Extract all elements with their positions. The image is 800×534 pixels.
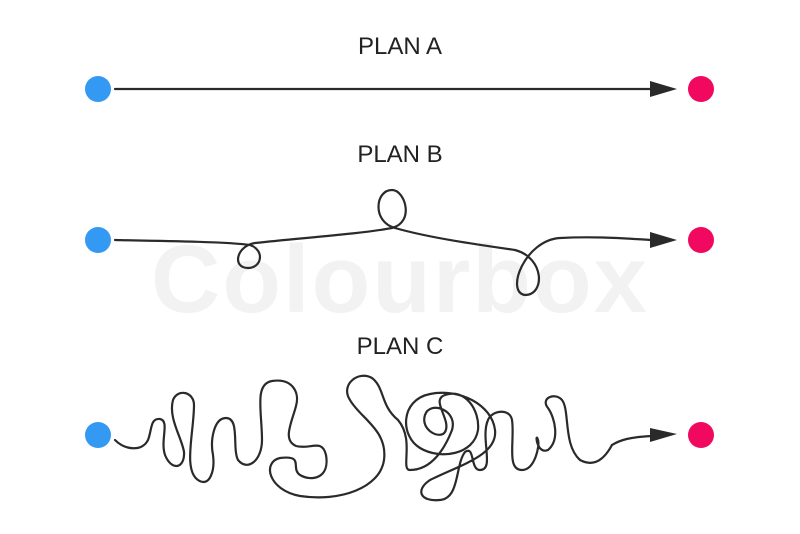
plan-c-end-dot [688, 422, 714, 448]
plan-c-path [113, 374, 614, 502]
plan-b-end-dot [688, 227, 714, 253]
plan-c-title: PLAN C [356, 333, 444, 360]
plan-c-arrow-tail [610, 434, 654, 447]
plan-c-start-dot [85, 422, 111, 448]
plan-a-end-dot [688, 76, 714, 102]
plan-b-title: PLAN B [357, 141, 443, 168]
plan-c-arrowhead [650, 428, 677, 442]
plan-b-path [113, 188, 654, 297]
plan-b-start-dot [85, 227, 111, 253]
plan-a-start-dot [85, 76, 111, 102]
plan-a-arrowhead [650, 81, 677, 97]
plan-a-title: PLAN A [357, 33, 443, 60]
plan-b-arrowhead [650, 232, 677, 248]
